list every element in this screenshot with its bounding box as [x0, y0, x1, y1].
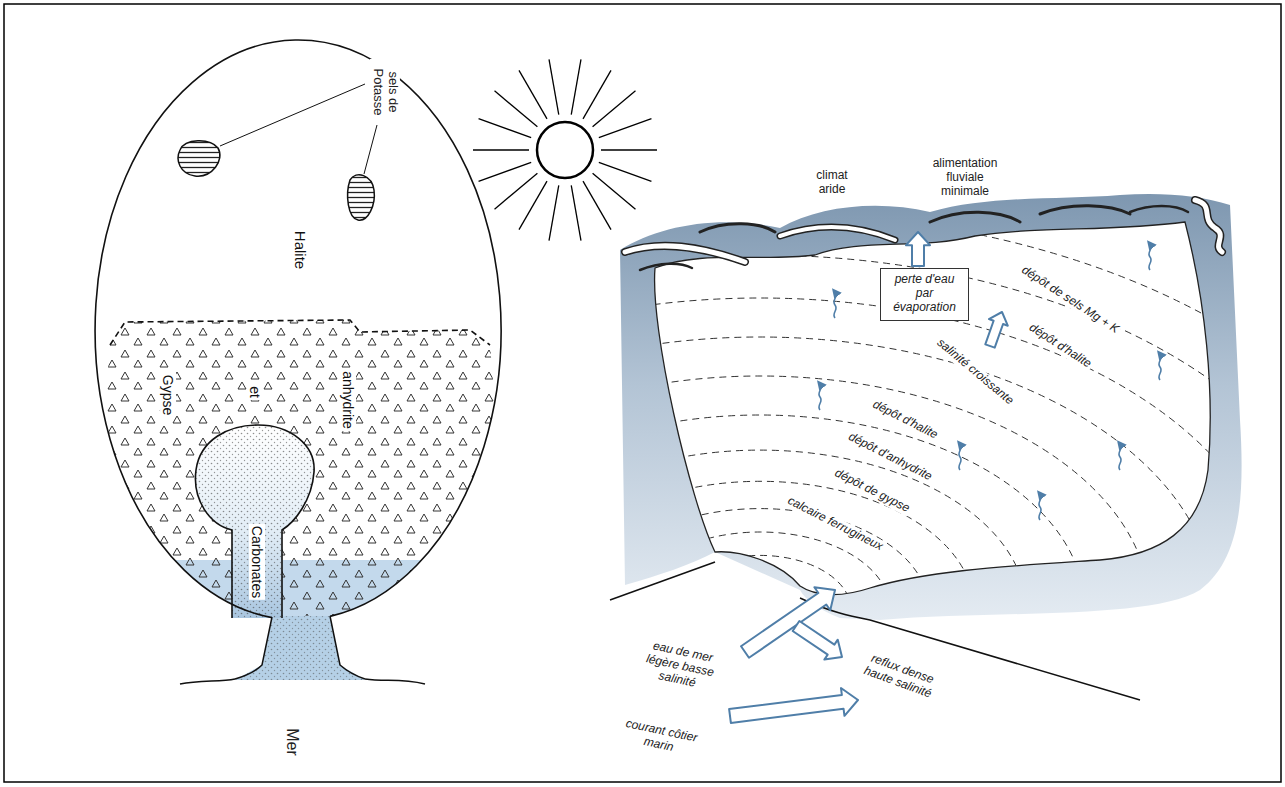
basin-outline: HaliteGypse et anhydriteCarbonates: [95, 40, 501, 622]
figure-label: climat aride: [804, 169, 860, 197]
zone-name: Halite: [291, 229, 308, 271]
process-box: perte d'eau par évaporation: [880, 268, 969, 321]
zone-name: Carbonates: [249, 524, 265, 600]
basin-outline-shape: [95, 40, 501, 622]
zone-name: anhydrite: [340, 369, 356, 431]
evaporite-zone: Gypse et anhydrite: [100, 318, 500, 618]
box-text: perte d'eau par évaporation: [887, 273, 963, 314]
evaporite-zone-shape: [100, 318, 500, 618]
deposit-label: eau de mer légère basse salinité: [631, 636, 730, 696]
figure-label: alimentation fluviale minimale: [922, 157, 1008, 198]
figure-label: sels de Potasse: [370, 59, 400, 125]
carbonate-zone: Carbonates: [190, 423, 318, 620]
zone-name: et: [247, 384, 263, 400]
zone-name: Gypse: [160, 373, 176, 417]
deposit-label: reflux dense haute salinité: [855, 648, 945, 703]
figure-label: Mer: [283, 726, 301, 758]
deposit-label: courant côtier marin: [610, 715, 710, 762]
